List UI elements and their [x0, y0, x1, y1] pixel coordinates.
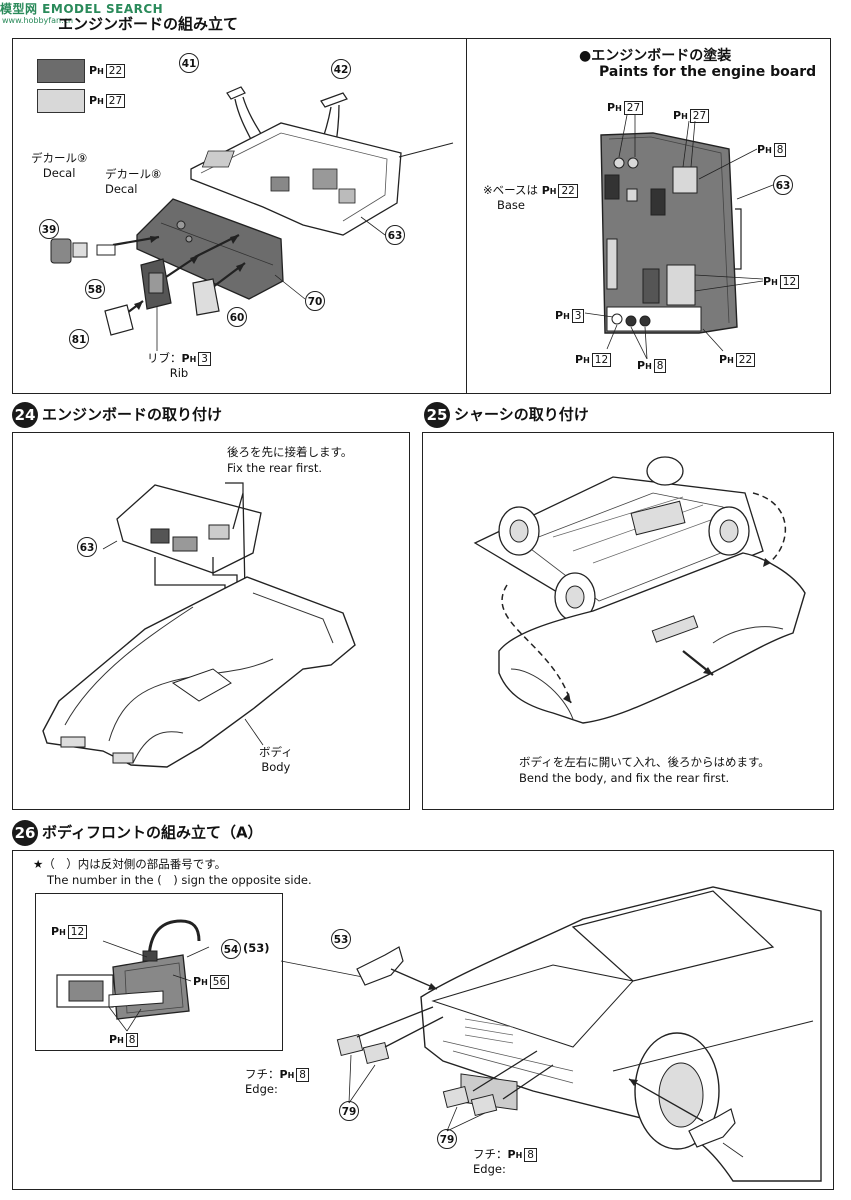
step26-note-en: The number in the ( ) sign the opposite … [47, 873, 312, 887]
body-front-assembly-drawing [56, 886, 822, 1182]
watermark-logo: 模型网 EMODEL SEARCH [0, 2, 164, 16]
step23-title: エンジンボードの組み立て [58, 15, 239, 33]
part-number: 79 [437, 1129, 457, 1149]
inset-detail-box [35, 893, 283, 1051]
engine-board-install-drawing [42, 482, 356, 768]
part-number: 41 [179, 53, 199, 73]
part-number: 63 [773, 175, 793, 195]
step25-note-jp: ボディを左右に開いて入れ、後ろからはめます。 [519, 755, 770, 769]
paint-title-en: Paints for the engine board [599, 64, 817, 80]
part-number: 58 [85, 279, 105, 299]
legend-swatch-dark [37, 59, 85, 83]
part-number: 42 [331, 59, 351, 79]
step26-note-jp: ★（ ）内は反対側の部品番号です。 [33, 857, 227, 871]
part-number: 63 [77, 537, 97, 557]
engine-board-assembly-drawing [50, 86, 454, 351]
step25-note-en: Bend the body, and fix the rear first. [519, 771, 730, 785]
paint-title-jp: ●エンジンボードの塗装 [579, 48, 732, 64]
part-number: 70 [305, 291, 325, 311]
chassis-install-drawing [473, 456, 806, 724]
part-number: 54 [221, 939, 241, 959]
step24-note-en: Fix the rear first. [227, 461, 323, 475]
part-number: 39 [39, 219, 59, 239]
part-number-alt: (53) [243, 941, 270, 955]
part-number: 60 [227, 307, 247, 327]
engine-board-paint-drawing [584, 114, 774, 360]
step26-panel: ★（ ）内は反対側の部品番号です。 The number in the ( ) … [12, 850, 834, 1190]
legend-swatch-light [37, 89, 85, 113]
part-number: 53 [331, 929, 351, 949]
paint-panel: ●エンジンボードの塗装 Paints for the engine board … [466, 38, 831, 394]
part-number: 63 [385, 225, 405, 245]
step24-note-jp: 後ろを先に接着します。 [227, 445, 353, 459]
part-number: 81 [69, 329, 89, 349]
watermark-url: www.hobbyfan.cn [2, 16, 74, 25]
step25-panel: ボディを左右に開いて入れ、後ろからはめます。 Bend the body, an… [422, 432, 834, 810]
